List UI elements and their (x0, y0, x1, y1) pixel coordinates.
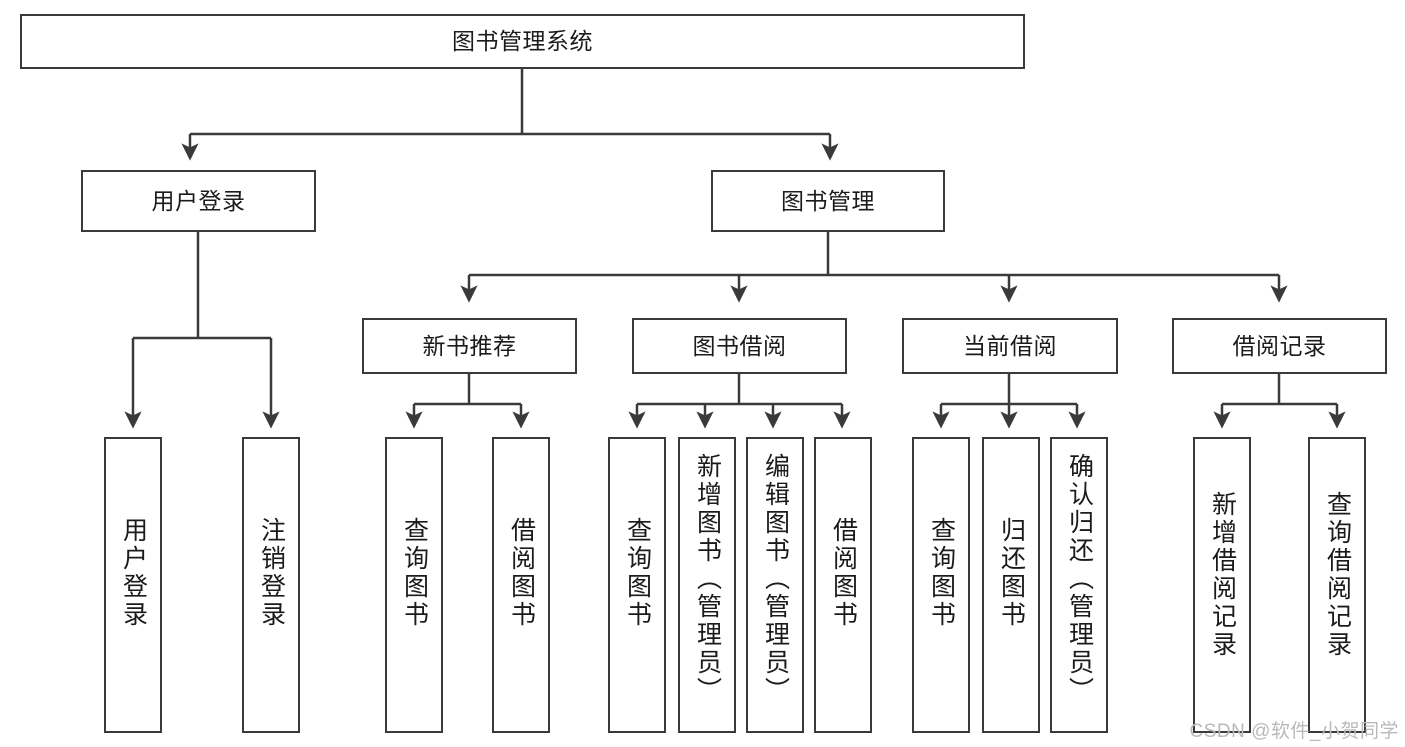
leaf-logout[interactable]: 注销登录 (242, 437, 300, 733)
leaf-confirm-return-label: 确认归还（管理员） (1065, 453, 1094, 705)
node-borrow-record-label: 借阅记录 (1232, 332, 1327, 359)
leaf-borrow-book-2[interactable]: 借阅图书 (814, 437, 872, 733)
node-new-book-recommend[interactable]: 新书推荐 (362, 318, 577, 374)
leaf-user-login[interactable]: 用户登录 (104, 437, 162, 733)
leaf-borrow-book-1[interactable]: 借阅图书 (492, 437, 550, 733)
node-new-book-recommend-label: 新书推荐 (422, 332, 517, 359)
node-user-login-label: 用户登录 (151, 187, 246, 214)
node-book-management-label: 图书管理 (781, 187, 875, 214)
leaf-query-record[interactable]: 查询借阅记录 (1308, 437, 1366, 733)
leaf-logout-label: 注销登录 (257, 517, 286, 629)
leaf-query-book-1-label: 查询图书 (400, 517, 429, 629)
leaf-return-book[interactable]: 归还图书 (982, 437, 1040, 733)
node-current-borrow-label: 当前借阅 (963, 332, 1057, 359)
leaf-borrow-book-1-label: 借阅图书 (507, 517, 536, 629)
leaf-add-book[interactable]: 新增图书（管理员） (678, 437, 736, 733)
leaf-user-login-label: 用户登录 (119, 517, 148, 629)
leaf-query-book-3-label: 查询图书 (927, 517, 956, 629)
node-book-borrow-label: 图书借阅 (692, 332, 787, 359)
node-user-login[interactable]: 用户登录 (81, 170, 316, 232)
leaf-confirm-return[interactable]: 确认归还（管理员） (1050, 437, 1108, 733)
leaf-edit-book[interactable]: 编辑图书（管理员） (746, 437, 804, 733)
leaf-edit-book-label: 编辑图书（管理员） (761, 453, 790, 705)
node-borrow-record[interactable]: 借阅记录 (1172, 318, 1387, 374)
leaf-query-book-2-label: 查询图书 (623, 517, 652, 629)
leaf-query-book-3[interactable]: 查询图书 (912, 437, 970, 733)
leaf-query-record-label: 查询借阅记录 (1323, 491, 1352, 659)
leaf-add-record-label: 新增借阅记录 (1208, 491, 1237, 659)
node-root[interactable]: 图书管理系统 (20, 14, 1025, 69)
node-current-borrow[interactable]: 当前借阅 (902, 318, 1118, 374)
node-book-management[interactable]: 图书管理 (711, 170, 945, 232)
leaf-borrow-book-2-label: 借阅图书 (829, 517, 858, 629)
leaf-query-book-1[interactable]: 查询图书 (385, 437, 443, 733)
node-root-label: 图书管理系统 (452, 28, 593, 55)
leaf-return-book-label: 归还图书 (997, 517, 1026, 629)
leaf-add-record[interactable]: 新增借阅记录 (1193, 437, 1251, 733)
leaf-add-book-label: 新增图书（管理员） (693, 453, 722, 705)
leaf-query-book-2[interactable]: 查询图书 (608, 437, 666, 733)
node-book-borrow[interactable]: 图书借阅 (632, 318, 847, 374)
watermark: CSDN @软件_小贺同学 (1189, 721, 1399, 742)
